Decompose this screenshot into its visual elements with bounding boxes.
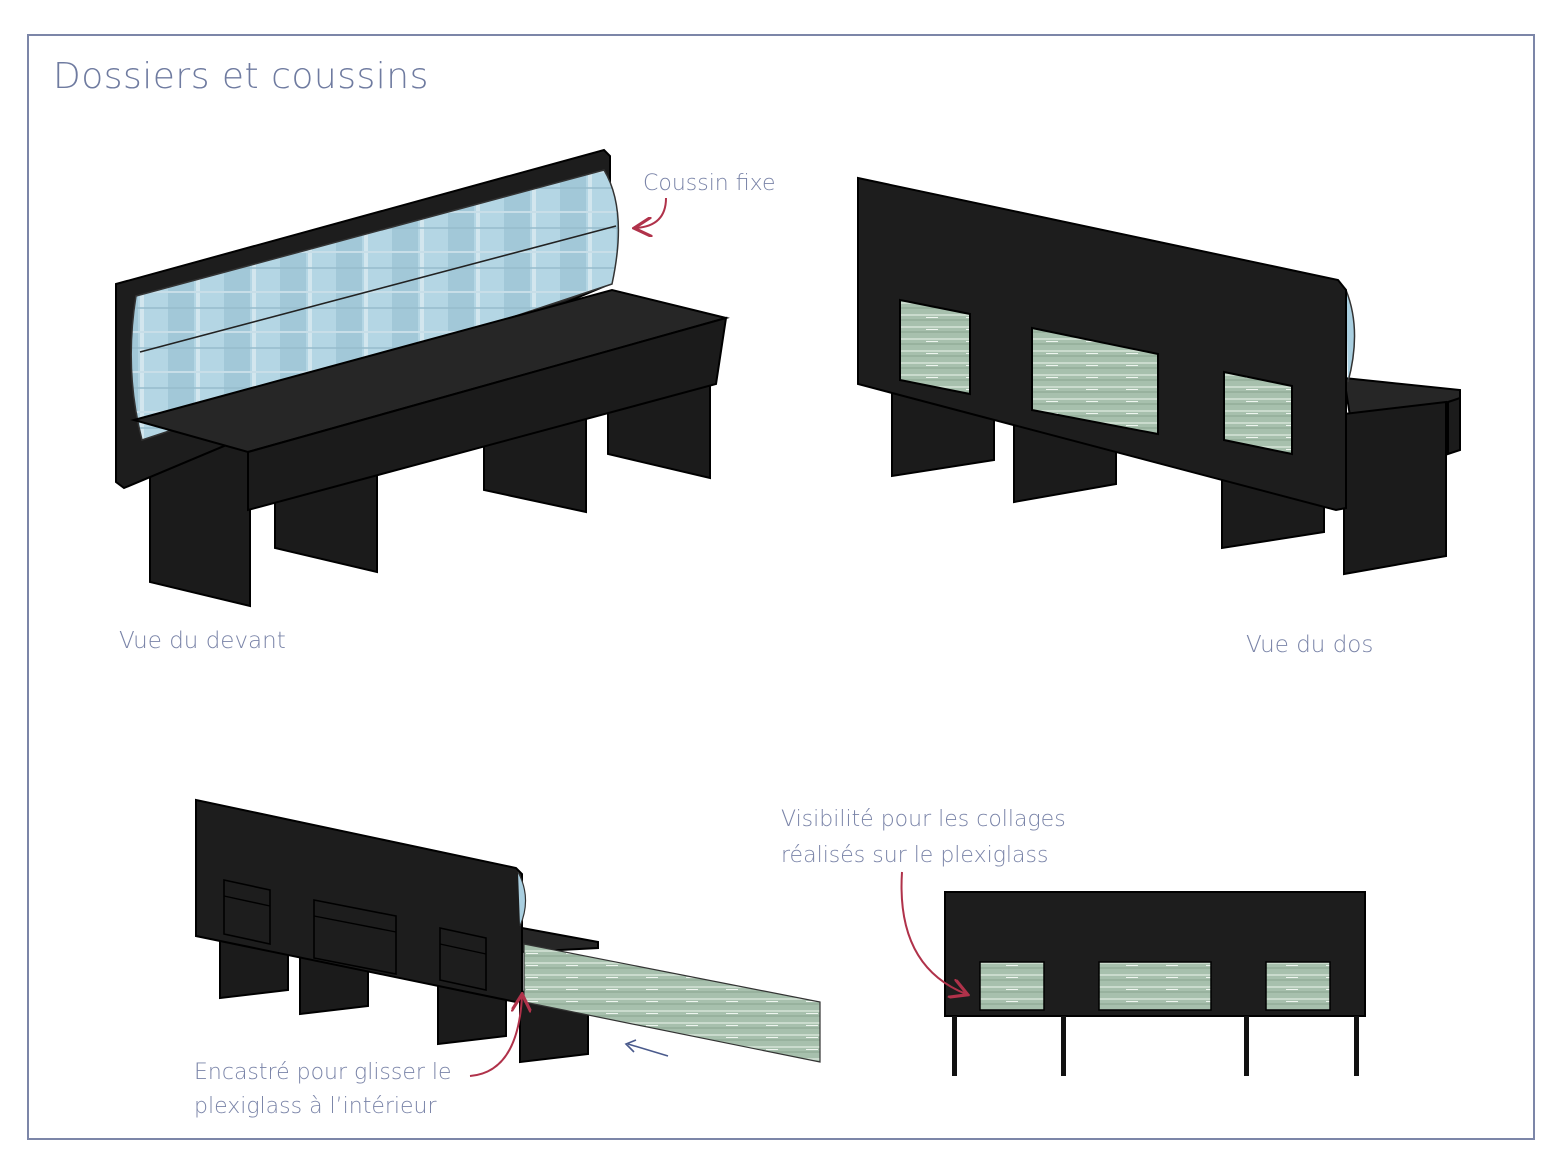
slide-slot-1 [223,879,271,945]
label-coussin-fixe: Coussin fixe [643,171,776,196]
back-leg-4 [1343,400,1447,576]
back-cushion-edge [1345,289,1356,383]
encastre-arrow [469,996,522,1077]
bench-slide-view [195,798,821,1064]
back-window-1 [899,298,971,396]
label-vue-devant: Vue du devant [119,628,286,654]
elevation-window-3 [1265,961,1331,1011]
elevation-leg-4 [1354,1016,1359,1076]
visibilite-arrow [900,871,966,994]
plexiglass-sheet [523,943,821,1063]
label-encastre-line2: plexiglass à l’intérieur [194,1094,437,1119]
slide-slot-2 [313,899,397,975]
label-encastre-line1: Encastré pour glisser le [194,1060,452,1085]
label-visibilite-line2: réalisés sur le plexiglass [781,843,1049,868]
slide-slot-3 [439,927,487,991]
back-window-2 [1031,326,1159,436]
elevation-leg-1 [952,1016,957,1076]
label-visibilite: Visibilité pour les collages réalisés su… [781,802,1066,874]
front-seat-face [247,316,728,512]
bench-back-view [857,176,1461,576]
elevation-window-2 [1098,961,1212,1011]
back-window-3 [1223,370,1293,456]
bench-elevation-view [944,891,1366,1076]
fixed-cushion [130,169,620,441]
back-seat-side [1447,396,1461,456]
drawing-frame [27,34,1535,1140]
elevation-window-1 [979,961,1045,1011]
slide-cushion-edge [517,871,527,927]
label-vue-dos: Vue du dos [1246,632,1374,658]
bench-front-view [115,148,730,608]
page-title: Dossiers et coussins [53,56,429,97]
elevation-leg-2 [1061,1016,1066,1076]
slide-direction-arrow [627,1043,669,1057]
elevation-leg-3 [1244,1016,1249,1076]
label-encastre: Encastré pour glisser le plexiglass à l’… [194,1056,452,1124]
label-visibilite-line1: Visibilité pour les collages [781,807,1066,832]
coussin-arrow [636,197,667,228]
